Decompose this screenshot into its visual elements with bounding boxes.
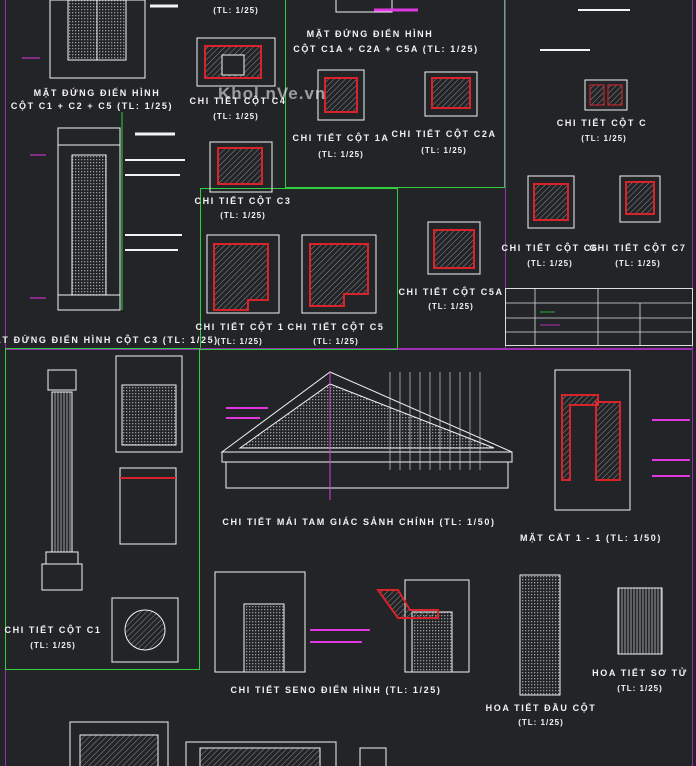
label-detail-c4: CHI TIẾT CỘT C4 <box>189 96 287 106</box>
label-elevation-c1a: MẶT ĐỨNG ĐIỂN HÌNH <box>306 29 434 39</box>
label-elevation-c3: MẶT ĐỨNG ĐIỂN HÌNH CỘT C3 (TL: 1/25) <box>0 335 219 345</box>
label-pediment: CHI TIẾT MÁI TAM GIÁC SẢNH CHÍNH (TL: 1/… <box>222 517 496 527</box>
scale-label-c2a: (TL: 1/25) <box>421 146 467 155</box>
label-section-1-1: MẶT CẮT 1 - 1 (TL: 1/50) <box>520 533 662 543</box>
pediment-drawing <box>220 371 513 500</box>
scale-label-lion: (TL: 1/25) <box>617 684 663 693</box>
label-detail-c1: CHI TIẾT CỘT C1 <box>4 625 102 635</box>
bottom-partial-drawings <box>69 721 387 766</box>
frame-green-mid <box>200 188 398 350</box>
frame-top-right-divider <box>505 0 693 350</box>
scale-label-1: (TL: 1/25) <box>217 337 263 346</box>
label-lion-ornament: HOA TIẾT SƠ TỬ <box>592 668 688 678</box>
label-elevation-c1-sub: CỘT C1 + C2 + C5 (TL: 1/25) <box>10 101 174 111</box>
column-elevation-c1 <box>49 0 178 79</box>
frame-green-bottom-left <box>5 348 200 670</box>
label-elevation-c1a-sub: CỘT C1A + C2A + C5A (TL: 1/25) <box>293 44 479 54</box>
label-detail-c3: CHI TIẾT CỘT C3 <box>194 196 292 206</box>
scale-label-capital: (TL: 1/25) <box>518 718 564 727</box>
scale-label-c7: (TL: 1/25) <box>615 259 661 268</box>
column-section-details-top <box>196 0 661 314</box>
section-1-1-drawing <box>554 369 690 511</box>
label-detail-1: CHI TIẾT CỘT 1 <box>195 322 285 332</box>
scale-label-c1: (TL: 1/25) <box>30 641 76 650</box>
scale-label-c: (TL: 1/25) <box>581 134 627 143</box>
column-elevation-c3 <box>22 57 185 311</box>
scale-label-top: (TL: 1/25) <box>213 6 259 15</box>
label-detail-c6: CHI TIẾT CỘT C6 <box>501 243 599 253</box>
scale-label-c5a: (TL: 1/25) <box>428 302 474 311</box>
column-c1-elevation <box>41 355 183 663</box>
label-capital-ornament: HOA TIẾT ĐẦU CỘT <box>485 703 597 713</box>
watermark: Khol nVe.vn <box>218 84 327 103</box>
title-block <box>505 288 693 346</box>
scale-label-c5: (TL: 1/25) <box>313 337 359 346</box>
label-detail-1a: CHI TIẾT CỘT 1A <box>292 133 390 143</box>
label-detail-c5a: CHI TIẾT CỘT C5A <box>398 287 504 297</box>
label-detail-c: CHI TIẾT CỘT C <box>556 118 648 128</box>
frame-green-top-center <box>285 0 505 188</box>
label-cornice: CHI TIẾT SENO ĐIỂN HÌNH (TL: 1/25) <box>230 685 442 695</box>
label-elevation-c1: MẶT ĐỨNG ĐIỂN HÌNH <box>33 88 161 98</box>
cornice-detail-drawing <box>214 571 470 673</box>
capital-ornament-drawing <box>519 574 663 696</box>
title-block-lines <box>505 288 693 346</box>
scale-label-c3: (TL: 1/25) <box>220 211 266 220</box>
scale-label-1a: (TL: 1/25) <box>318 150 364 159</box>
label-detail-c2a: CHI TIẾT CỘT C2A <box>391 129 497 139</box>
scale-label-c6: (TL: 1/25) <box>527 259 573 268</box>
scale-label-c4: (TL: 1/25) <box>213 112 259 121</box>
label-detail-c7: CHI TIẾT CỘT C7 <box>589 243 687 253</box>
label-detail-c5: CHI TIẾT CỘT C5 <box>287 322 385 332</box>
